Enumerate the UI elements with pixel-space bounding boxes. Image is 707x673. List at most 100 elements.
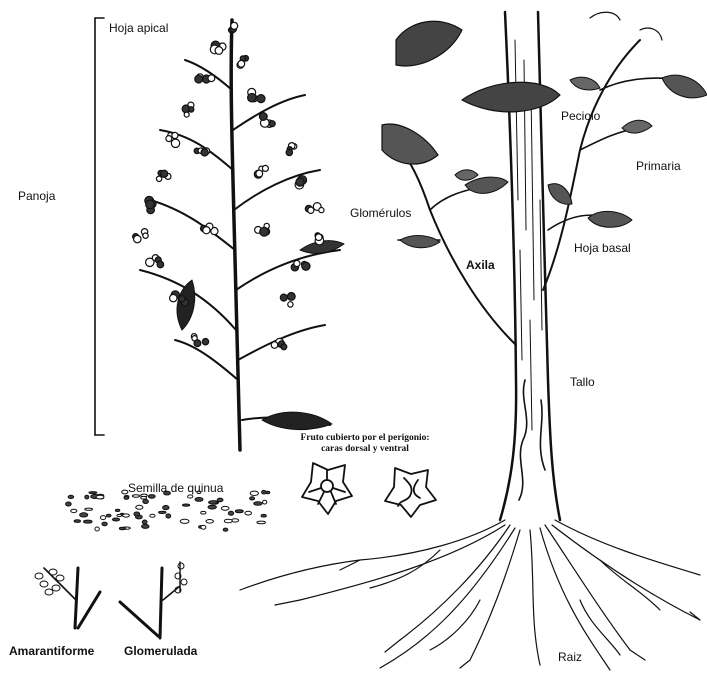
glomerule-cluster (146, 200, 155, 209)
seed (95, 527, 99, 531)
seed (85, 495, 89, 499)
seed (250, 497, 255, 500)
glomerule-cluster (170, 294, 177, 301)
label-axila: Axila (466, 258, 495, 272)
roots-illustration (240, 520, 700, 670)
label-tallo: Tallo (570, 375, 595, 389)
glomerule-cluster (215, 47, 223, 55)
quinoa-seeds (66, 490, 270, 531)
label-amarantiforme: Amarantiforme (9, 644, 94, 658)
glomerule-cluster (172, 132, 178, 138)
seed (85, 508, 93, 510)
label-raiz: Raiz (558, 650, 582, 664)
glomerule-cluster (280, 294, 287, 301)
glomerule-cluster (195, 75, 203, 83)
seed (209, 501, 218, 504)
glomerule-cluster (286, 149, 292, 155)
seed (100, 516, 105, 520)
seed (74, 520, 80, 523)
seed (163, 506, 169, 510)
seed (134, 512, 140, 516)
glomerule-cluster (134, 235, 141, 242)
seed (206, 520, 214, 524)
seed (245, 511, 252, 515)
glomerule-cluster (156, 176, 161, 181)
seed (208, 505, 216, 509)
seed (180, 519, 189, 523)
seed (124, 497, 129, 500)
glomerule-cluster (194, 340, 201, 347)
seed (221, 506, 229, 510)
glomerule-cluster (296, 178, 304, 186)
seed (141, 496, 147, 499)
glomerule-cluster (315, 234, 322, 241)
seed (228, 511, 233, 515)
glomerule-cluster (166, 136, 172, 142)
seed (188, 495, 193, 498)
seed (159, 511, 166, 513)
label-fruto-line1: Fruto cubierto por el perigonio: (270, 433, 460, 444)
seed (68, 495, 74, 498)
seed (112, 518, 119, 521)
seed (142, 524, 149, 528)
glomerule-cluster (143, 233, 148, 238)
glomerule-cluster (271, 342, 278, 349)
seed (250, 491, 258, 495)
amarantiform-panicle-illustration (35, 568, 100, 628)
glomerule-cluster (262, 165, 268, 171)
seed (122, 490, 128, 494)
glomerule-cluster (171, 139, 179, 147)
glomerule-cluster (281, 344, 287, 350)
label-hoja-apical: Hoja apical (109, 21, 168, 35)
glomerule-cluster (184, 112, 189, 117)
seed (136, 505, 143, 509)
seed (132, 495, 139, 497)
glomerule-cluster (189, 107, 194, 112)
label-fruto-line2: caras dorsal y ventral (270, 444, 460, 455)
seed (123, 514, 130, 517)
label-hoja-basal: Hoja basal (574, 241, 631, 255)
seed (224, 519, 232, 523)
glomerule-cluster (248, 94, 256, 102)
seed (71, 509, 77, 512)
fruit-dorsal-view (302, 463, 352, 514)
seed (148, 495, 155, 499)
seed (195, 498, 203, 502)
seed (89, 492, 97, 494)
glomerule-cluster (288, 302, 293, 307)
glomerule-cluster (179, 296, 185, 302)
seed (263, 500, 267, 504)
glomerule-cluster (201, 149, 208, 156)
glomerule-cluster (260, 227, 269, 236)
glomerule-cluster (302, 262, 310, 270)
glomerule-cluster (231, 22, 238, 29)
label-glomerulada: Glomerulada (124, 644, 197, 658)
glomerule-cluster (203, 227, 210, 234)
seed (262, 490, 266, 494)
label-peciolo: Peciolo (561, 109, 600, 123)
glomerule-cluster (238, 60, 245, 67)
glomerule-cluster (256, 170, 263, 177)
seed (235, 510, 243, 513)
seed (261, 514, 266, 517)
seed (80, 513, 88, 517)
seed (166, 514, 171, 518)
label-glomerulos: Glomérulos (350, 206, 411, 220)
seed (254, 502, 262, 506)
seed (66, 502, 72, 506)
seed (115, 509, 119, 511)
seed (102, 522, 107, 526)
glomerule-cluster (208, 75, 215, 82)
glomerule-cluster (308, 207, 314, 213)
seed (117, 515, 122, 517)
glomerule-clusters (133, 22, 324, 350)
glomerule-cluster (319, 208, 324, 213)
panicle-illustration (140, 20, 344, 450)
seed (119, 527, 125, 529)
glomerule-cluster (259, 113, 267, 121)
seed (96, 495, 104, 499)
glomerule-cluster (287, 293, 295, 301)
glomerule-cluster (202, 339, 208, 345)
seed (142, 520, 147, 524)
